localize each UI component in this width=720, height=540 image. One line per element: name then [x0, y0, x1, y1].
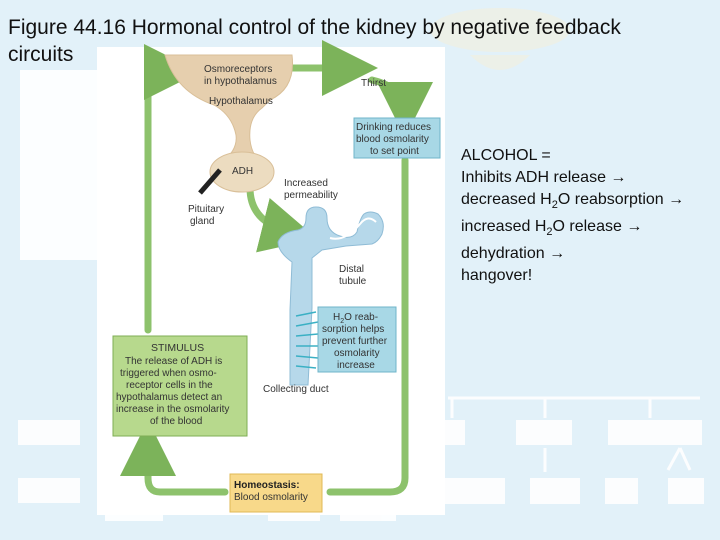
drinking-label-line2: blood osmolarity [356, 134, 429, 145]
h2o-label-line5: increase [337, 360, 375, 371]
homeostasis-box [229, 473, 323, 513]
h2o-label-line3: prevent further [322, 336, 388, 347]
arrow-icon: → [626, 218, 643, 236]
alcohol-line3-b: O reabsorption [557, 191, 664, 208]
stimulus-box [112, 335, 248, 437]
osmoreceptors-label-line2: in hypothalamus [204, 76, 277, 87]
osmoreceptors-label-line1: Osmoreceptors [204, 64, 272, 75]
hypothalamus-label: Hypothalamus [209, 96, 273, 107]
arrow-icon: → [668, 191, 685, 208]
stimulus-line4: hypothalamus detect an [116, 392, 222, 403]
thirst-label: Thirst [361, 78, 386, 89]
distal-label-line1: Distal [339, 264, 364, 275]
alcohol-line4: increased H2O release → [461, 216, 684, 243]
pituitary-shape [209, 151, 275, 193]
drinking-box [353, 117, 441, 159]
stimulus-line2: triggered when osmo- [120, 368, 217, 379]
figure-title: Figure 44.16 Hormonal control of the kid… [8, 14, 716, 68]
increased-label-line1: Increased [284, 178, 328, 189]
stimulus-line6: of the blood [150, 416, 202, 427]
h2o-rest: O reab- [344, 312, 378, 323]
alcohol-line1: ALCOHOL = [461, 147, 551, 164]
alcohol-line2-text: Inhibits ADH release [461, 169, 606, 186]
alcohol-line4-b: O release [552, 218, 622, 236]
nephron-shape [277, 206, 384, 386]
drinking-label-line3: to set point [370, 146, 419, 157]
h2o-box [317, 306, 397, 373]
arrow-icon: → [610, 169, 627, 186]
stimulus-line3: receptor cells in the [126, 380, 213, 391]
stimulus-title: STIMULUS [151, 342, 204, 354]
pituitary-label-line1: Pituitary [188, 204, 224, 215]
stimulus-line1: The release of ADH is [125, 356, 222, 367]
pituitary-pointer [198, 168, 222, 195]
h2o-h: H [333, 312, 340, 323]
homeostasis-label-line1: Homeostasis: [234, 480, 300, 491]
arrow-icon: → [549, 245, 566, 263]
alcohol-line3: decreased H2O reabsorption → [461, 189, 684, 216]
faded-background-shapes [18, 8, 704, 521]
alcohol-line3-a: decreased H [461, 191, 552, 208]
adh-label: ADH [232, 166, 253, 177]
alcohol-line4-a: increased H [461, 218, 547, 236]
alcohol-line6: hangover! [461, 267, 533, 285]
alcohol-line5-text: dehydration [461, 245, 545, 263]
alcohol-line5: dehydration → [461, 243, 684, 265]
homeostasis-label-line2: Blood osmolarity [234, 492, 308, 503]
alcohol-annotation: ALCOHOL = Inhibits ADH release → decreas… [461, 145, 684, 287]
h2o-label-line2: sorption helps [322, 324, 384, 335]
figure-title-line2: circuits [8, 43, 74, 66]
feedback-arrows [120, 40, 433, 496]
drinking-label-line1: Drinking reduces [356, 122, 431, 133]
increased-label-line2: permeability [284, 190, 338, 201]
alcohol-line2: Inhibits ADH release → [461, 167, 684, 189]
pituitary-label-line2: gland [190, 216, 214, 227]
alcohol-line4-sub: 2 [546, 226, 553, 239]
collecting-duct-label: Collecting duct [263, 384, 329, 395]
water-arrows [295, 311, 319, 369]
h2o-label-line1: H2O reab- [333, 312, 378, 325]
h2o-label-line4: osmolarity [334, 348, 380, 359]
distal-label-line2: tubule [339, 276, 367, 287]
alcohol-line3-sub: 2 [551, 199, 558, 212]
stimulus-line5: increase in the osmolarity [116, 404, 229, 415]
h2o-sub: 2 [340, 318, 344, 325]
figure-title-line1: Figure 44.16 Hormonal control of the kid… [8, 16, 621, 39]
